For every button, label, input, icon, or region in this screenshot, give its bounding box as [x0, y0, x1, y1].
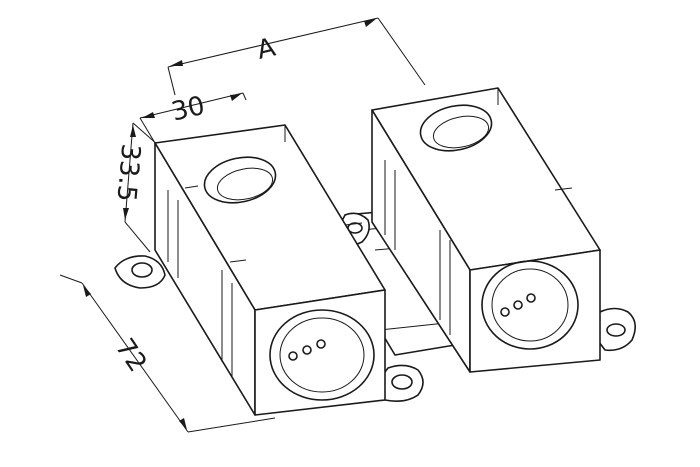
- screw-hole-right-2: [513, 300, 523, 310]
- mounting-flange-right: [589, 307, 636, 352]
- terminal-opening-left: [269, 309, 375, 401]
- dimension-a: A: [167, 17, 426, 96]
- screw-hole-right-1: [500, 307, 510, 317]
- dimension-33-5-label: 33.5: [111, 143, 146, 203]
- dimension-a-label: A: [254, 33, 278, 66]
- terminal-block-left: [114, 124, 424, 416]
- dimension-33-5: 33.5: [111, 122, 159, 253]
- front-face-right: [469, 249, 601, 373]
- mounting-flange-left: [114, 255, 166, 289]
- terminal-block-right: [371, 87, 636, 373]
- screw-hole-right-3: [526, 293, 536, 303]
- cable-entry-hole-left: [203, 156, 277, 204]
- cable-entry-hole-right: [419, 104, 493, 152]
- dimension-30-label: 30: [169, 91, 208, 128]
- screw-hole-left-1: [288, 351, 298, 361]
- screw-hole-left-2: [302, 345, 312, 355]
- screw-hole-left-3: [316, 339, 326, 349]
- mounting-flange-front: [374, 364, 424, 402]
- dimension-30: 30: [139, 91, 247, 149]
- dimension-72-label: 72: [109, 333, 152, 377]
- terminal-opening-right: [481, 260, 579, 350]
- front-face-left: [254, 289, 386, 416]
